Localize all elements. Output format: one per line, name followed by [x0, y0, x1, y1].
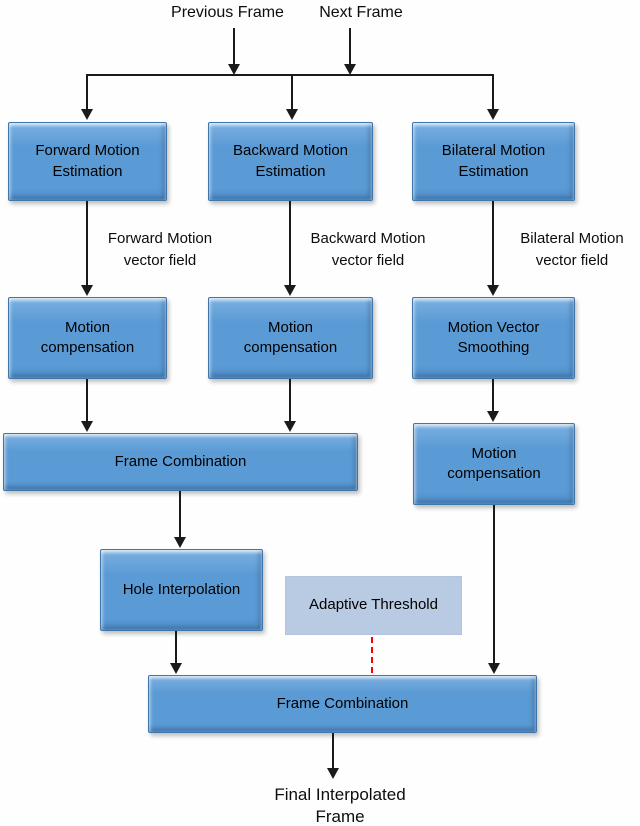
arrow-hole-to-fc2-line: [175, 631, 177, 665]
node-label: Motion compensation: [40, 318, 135, 356]
node-label: Bilateral Motion Estimation: [441, 142, 546, 180]
arrow-fc1-to-hole-head: [174, 537, 186, 548]
node-motion-compensation-backward: Motion compensation: [208, 297, 373, 379]
arrow-fc1-to-hole-line: [179, 491, 181, 538]
arrow-bilateral-mv-head: [487, 285, 499, 296]
node-bilateral-motion-estimation: Bilateral Motion Estimation: [412, 122, 575, 201]
arrow-bus-to-backward-head: [286, 109, 298, 120]
arrow-bus-to-bilateral-line: [492, 75, 494, 110]
node-backward-motion-estimation: Backward Motion Estimation: [208, 122, 373, 201]
arrow-next-frame-head: [344, 64, 356, 75]
node-label: Motion compensation: [447, 444, 541, 482]
arrow-next-frame-line: [349, 28, 351, 65]
arrow-mc-forward-to-fc1-line: [86, 379, 88, 422]
arrow-previous-frame-head: [228, 64, 240, 75]
arrow-forward-mv-line: [86, 201, 88, 286]
node-frame-combination-2: Frame Combination: [148, 675, 537, 733]
arrow-mc-backward-to-fc1-line: [289, 379, 291, 422]
arrow-bus-to-bilateral-head: [487, 109, 499, 120]
node-label: Frame Combination: [114, 452, 247, 470]
dashed-link-threshold-to-fc2: [371, 637, 373, 675]
arrow-mc-bilateral-to-fc2-line: [493, 505, 495, 665]
arrow-previous-frame-line: [233, 28, 235, 65]
arrow-smoothing-to-mc-head: [487, 411, 499, 422]
node-label: Motion compensation: [243, 318, 338, 356]
node-hole-interpolation: Hole Interpolation: [100, 549, 263, 631]
edge-label-forward-motion-vector-field: Forward Motion vector field: [107, 230, 213, 269]
arrow-backward-mv-line: [289, 201, 291, 286]
arrow-hole-to-fc2-head: [170, 663, 182, 674]
node-frame-combination-1: Frame Combination: [3, 433, 358, 491]
distribution-bus-line: [86, 74, 494, 76]
edge-label-bilateral-motion-vector-field: Bilateral Motion vector field: [520, 230, 624, 269]
arrow-bus-to-backward-line: [291, 75, 293, 110]
node-label: Frame Combination: [276, 694, 409, 712]
node-motion-vector-smoothing: Motion Vector Smoothing: [412, 297, 575, 379]
node-label: Motion Vector Smoothing: [447, 318, 540, 356]
input-label-previous-frame: Previous Frame: [171, 4, 284, 21]
arrow-mc-bilateral-to-fc2-head: [488, 663, 500, 674]
node-label: Adaptive Threshold: [309, 596, 438, 614]
arrow-forward-mv-head: [81, 285, 93, 296]
node-adaptive-threshold: Adaptive Threshold: [285, 576, 462, 635]
node-label: Forward Motion Estimation: [35, 142, 140, 180]
output-label-final-interpolated-frame: Final Interpolated Frame: [274, 785, 406, 826]
arrow-bilateral-mv-line: [492, 201, 494, 286]
arrow-bus-to-forward-line: [86, 75, 88, 110]
arrow-fc2-to-output-head: [327, 768, 339, 779]
edge-label-backward-motion-vector-field: Backward Motion vector field: [310, 230, 426, 269]
node-motion-compensation-forward: Motion compensation: [8, 297, 167, 379]
arrow-smoothing-to-mc-line: [492, 379, 494, 412]
arrow-fc2-to-output-line: [332, 733, 334, 770]
node-forward-motion-estimation: Forward Motion Estimation: [8, 122, 167, 201]
arrow-mc-backward-to-fc1-head: [284, 421, 296, 432]
node-motion-compensation-bilateral: Motion compensation: [413, 423, 575, 505]
node-label: Hole Interpolation: [122, 580, 241, 598]
node-label: Backward Motion Estimation: [232, 142, 349, 180]
input-label-next-frame: Next Frame: [319, 4, 403, 21]
arrow-mc-forward-to-fc1-head: [81, 421, 93, 432]
arrow-backward-mv-head: [284, 285, 296, 296]
arrow-bus-to-forward-head: [81, 109, 93, 120]
